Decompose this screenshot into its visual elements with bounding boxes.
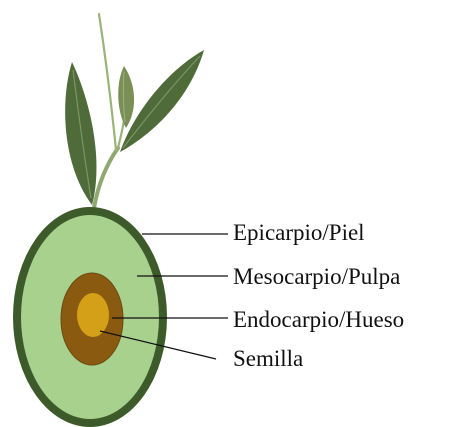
- epicarp-label: Epicarpio/Piel: [233, 221, 365, 244]
- leaf-center-small: [118, 66, 134, 128]
- seed-label: Semilla: [233, 347, 303, 370]
- endocarp-label: Endocarpio/Hueso: [233, 308, 404, 331]
- seed-layer: [77, 293, 109, 337]
- leaf-left: [65, 62, 96, 205]
- mesocarp-label: Mesocarpio/Pulpa: [233, 265, 400, 288]
